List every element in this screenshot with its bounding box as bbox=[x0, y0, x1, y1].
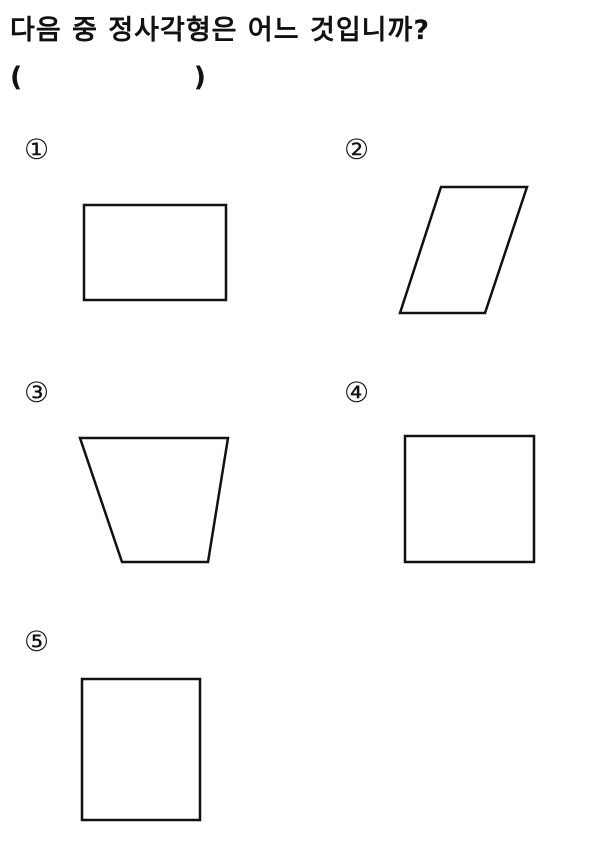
choice-2-number[interactable]: ② bbox=[344, 133, 370, 166]
choice-3-number[interactable]: ③ bbox=[24, 376, 50, 409]
answer-paren-close: ) bbox=[193, 62, 206, 93]
choice-3-trapezoid-shape bbox=[78, 436, 230, 564]
question-text: 다음 중 정사각형은 어느 것입니까? bbox=[10, 15, 431, 46]
choice-5-number[interactable]: ⑤ bbox=[24, 625, 50, 658]
choice-4-number[interactable]: ④ bbox=[344, 376, 370, 409]
choice-4-square-shape bbox=[403, 434, 536, 564]
choice-1-rectangle-shape bbox=[82, 203, 228, 302]
choice-1-number[interactable]: ① bbox=[24, 133, 50, 166]
answer-blank[interactable]: ( ) bbox=[10, 62, 206, 102]
choice-2-parallelogram-shape bbox=[398, 185, 529, 315]
choice-5-rectangle-shape bbox=[80, 677, 202, 822]
answer-paren-open: ( bbox=[10, 62, 23, 93]
